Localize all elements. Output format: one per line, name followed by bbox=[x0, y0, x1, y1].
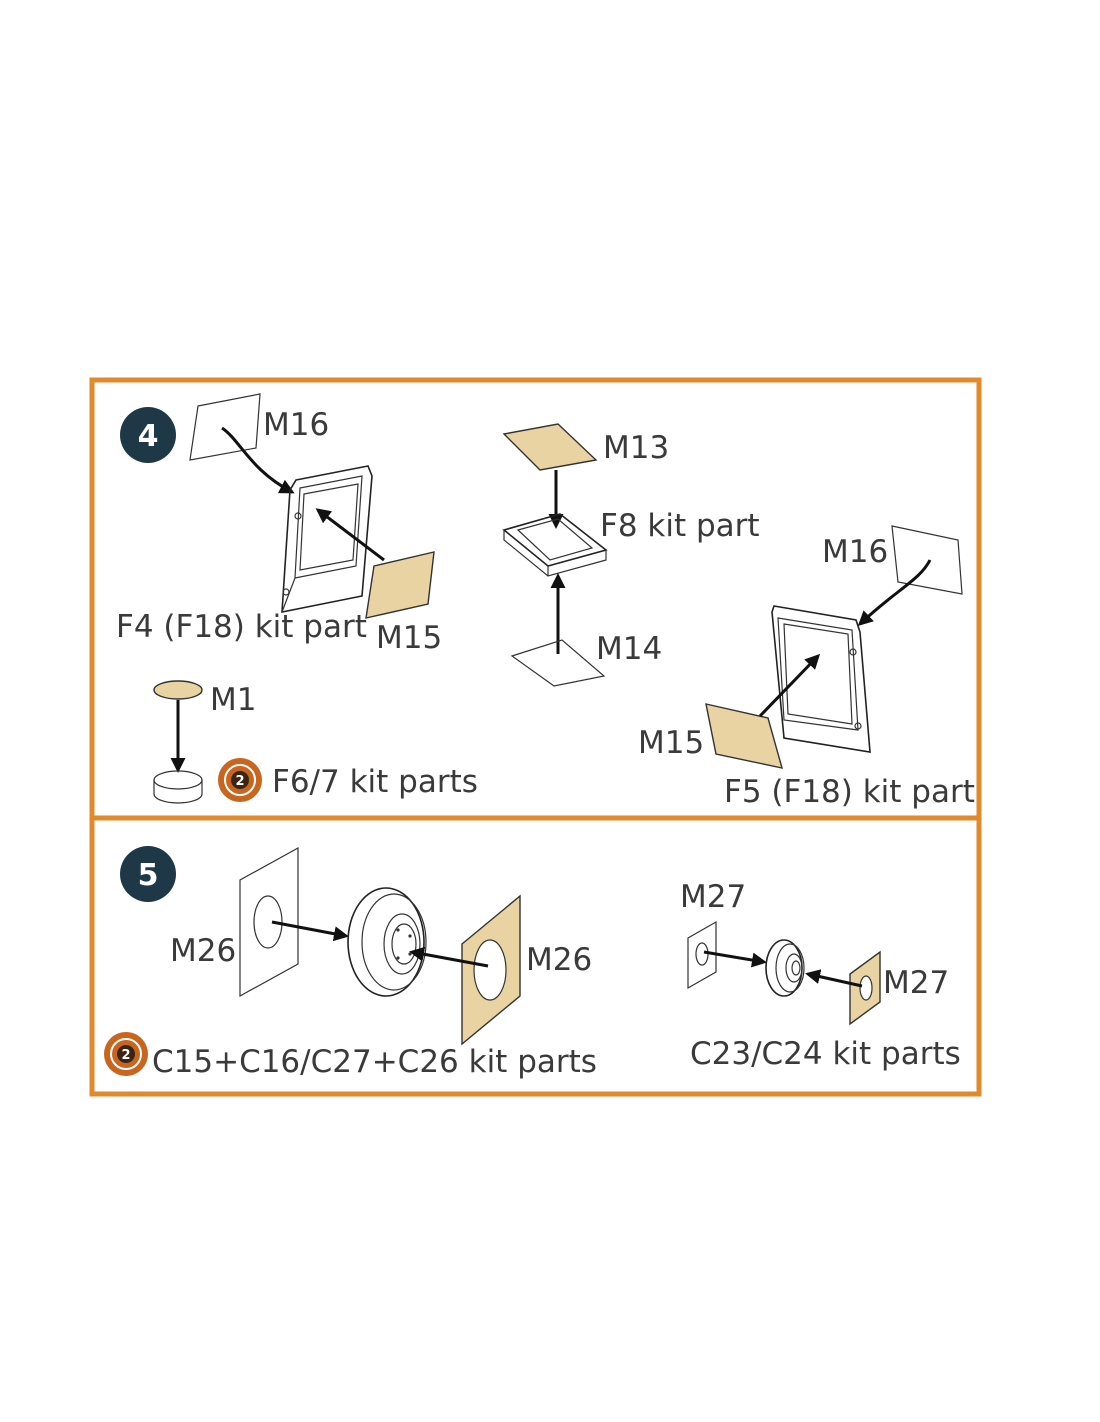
step5-badge: 5 bbox=[120, 846, 176, 902]
badge-number-step5: 2 bbox=[121, 1048, 130, 1063]
m14-sheet bbox=[510, 639, 606, 687]
label-m26-left: M26 bbox=[170, 933, 236, 969]
arrow-m15-to-f4 bbox=[315, 508, 385, 562]
m15-sheet-left bbox=[365, 551, 435, 619]
step4-number: 4 bbox=[138, 419, 159, 454]
m16-sheet-right bbox=[891, 525, 963, 595]
m27-sheet-left bbox=[687, 920, 717, 990]
label-f5: F5 (F18) kit part bbox=[724, 774, 975, 810]
m16-sheet-left bbox=[189, 393, 261, 461]
label-c-main: C15+C16/C27+C26 kit parts bbox=[152, 1044, 597, 1080]
arrow-m27-to-small-wheel bbox=[703, 950, 767, 968]
m15-sheet-right bbox=[705, 703, 783, 769]
arrow-m16-to-f4 bbox=[221, 426, 295, 494]
label-m26-right: M26 bbox=[526, 942, 592, 978]
label-f8: F8 kit part bbox=[600, 508, 760, 544]
arrow-m27-right-to-small-wheel bbox=[805, 969, 863, 988]
f8-frame bbox=[502, 513, 608, 577]
label-f4: F4 (F18) kit part bbox=[116, 609, 367, 645]
m26-sheet-right bbox=[461, 894, 521, 1046]
label-m14: M14 bbox=[596, 631, 662, 667]
arrow-m16-to-f5 bbox=[857, 559, 932, 627]
label-c-small: C23/C24 kit parts bbox=[690, 1036, 961, 1072]
label-m16-left: M16 bbox=[263, 407, 329, 443]
label-m16-right: M16 bbox=[822, 534, 888, 570]
m13-sheet bbox=[502, 423, 598, 471]
f5-panel bbox=[771, 605, 871, 753]
f4-panel bbox=[281, 465, 373, 613]
step5-number: 5 bbox=[138, 858, 159, 893]
badge-number-step4: 2 bbox=[235, 774, 244, 789]
optional-badge-step4: 2 bbox=[218, 758, 262, 802]
m1-disc bbox=[153, 680, 203, 700]
step4-badge: 4 bbox=[120, 407, 176, 463]
label-m13: M13 bbox=[603, 430, 669, 466]
small-wheel bbox=[765, 939, 805, 997]
label-m15-right: M15 bbox=[638, 725, 704, 761]
label-f67: F6/7 kit parts bbox=[272, 764, 478, 800]
arrow-m26-to-wheel bbox=[271, 920, 349, 942]
arrow-m26-right-to-wheel bbox=[409, 946, 489, 968]
step5-frame bbox=[89, 815, 982, 1097]
optional-badge-step5: 2 bbox=[104, 1032, 148, 1076]
m27-sheet-right bbox=[849, 950, 881, 1026]
label-m15-left: M15 bbox=[376, 620, 442, 656]
label-m27-right: M27 bbox=[883, 965, 949, 1001]
arrow-m15-to-f5 bbox=[758, 653, 821, 718]
m26-sheet-left bbox=[239, 846, 299, 998]
label-m1: M1 bbox=[210, 682, 256, 718]
f67-cylinder bbox=[153, 770, 203, 804]
main-wheel bbox=[347, 887, 427, 997]
label-m27-top: M27 bbox=[680, 879, 746, 915]
